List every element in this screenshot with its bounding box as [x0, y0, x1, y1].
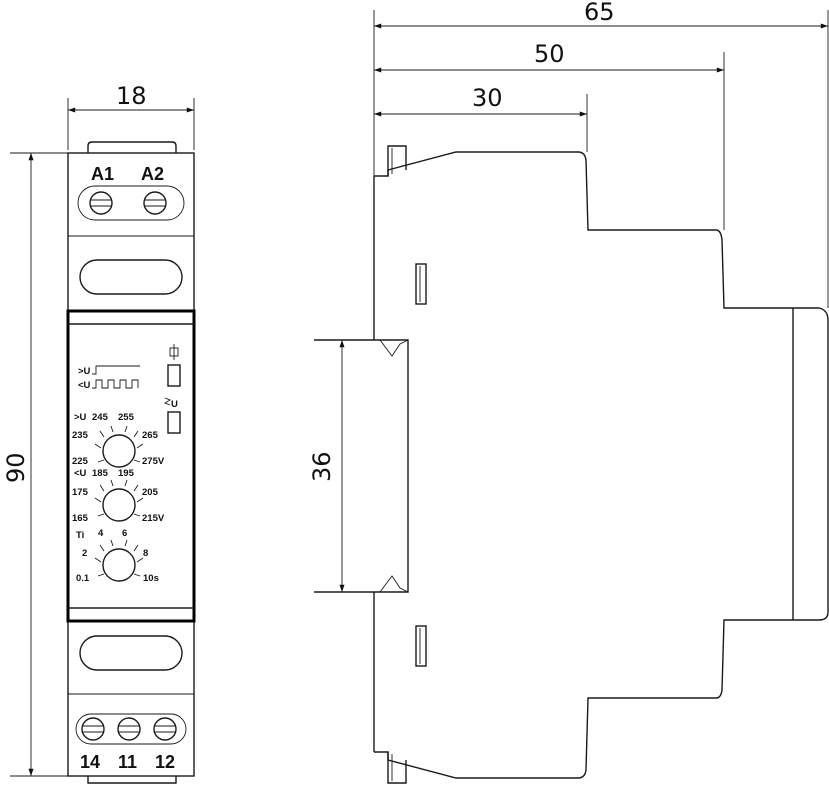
- dial-time-tick-0-1: 0.1: [76, 573, 90, 584]
- top-terminals: A1 A2: [77, 164, 185, 221]
- dial-under-tick-215: 215V: [142, 513, 165, 524]
- bottom-clip: [87, 776, 177, 784]
- front-view: A1 A2 >U <U: [66, 141, 196, 784]
- dial-time-label: Ti: [76, 530, 84, 541]
- front-height-dimension: 90: [2, 152, 68, 777]
- dim-width-18: 18: [116, 82, 147, 110]
- side-vent-bottom: [415, 625, 427, 667]
- dial-time-delay-knob[interactable]: [102, 548, 136, 582]
- dial-time-tick-6: 6: [122, 528, 127, 539]
- side-dimensions: 65 50 30 36: [308, 0, 829, 592]
- screw-14: [81, 717, 105, 741]
- dial-over-tick-245: 245: [92, 412, 109, 423]
- dial-over-label: >U: [74, 412, 87, 423]
- screw-12: [153, 717, 177, 741]
- bottom-label-slot: [79, 635, 183, 671]
- dial-time-tick-4: 4: [98, 528, 104, 539]
- relay-coil-icon: [169, 344, 179, 360]
- side-view: [314, 145, 829, 784]
- dial-over-tick-255: 255: [118, 412, 135, 423]
- dim-depth-50: 50: [534, 40, 565, 68]
- fault-voltage-icon: U: [163, 397, 178, 410]
- panel-frame: [66, 309, 196, 623]
- dial-under-tick-175: 175: [72, 487, 89, 498]
- terminal-label-a1: A1: [91, 164, 114, 184]
- dim-rail-36: 36: [308, 451, 336, 482]
- dial-over-voltage[interactable]: >U 245 255 235 265 225 275V: [72, 412, 165, 468]
- dial-time-delay[interactable]: Ti 4 6 2 8 0.1 10s: [76, 528, 159, 584]
- fault-led: U: [163, 397, 181, 434]
- dial-under-voltage[interactable]: <U 185 195 175 205 165 215V: [72, 468, 165, 524]
- din-rail-section: [314, 339, 409, 593]
- side-profile: [374, 151, 829, 779]
- terminal-label-11: 11: [118, 752, 137, 772]
- terminal-label-a2: A2: [141, 164, 164, 184]
- dial-under-tick-185: 185: [92, 468, 109, 479]
- dial-over-tick-225: 225: [72, 456, 89, 467]
- dial-time-tick-10: 10s: [143, 573, 159, 584]
- screw-11: [117, 717, 141, 741]
- top-hook: [387, 145, 407, 176]
- dial-over-tick-265: 265: [142, 430, 159, 441]
- top-clip: [87, 141, 177, 153]
- dial-over-voltage-knob[interactable]: [102, 434, 136, 468]
- screw-a1: [89, 191, 113, 215]
- dim-depth-65: 65: [584, 0, 615, 26]
- dial-under-tick-205: 205: [142, 487, 159, 498]
- waveform-under-label: <U: [78, 380, 91, 391]
- fault-led-window: [167, 411, 181, 434]
- relay-led-window: [167, 364, 181, 387]
- screw-a2: [143, 191, 167, 215]
- dial-time-tick-2: 2: [82, 548, 87, 559]
- dial-under-tick-165: 165: [72, 513, 89, 524]
- terminal-label-12: 12: [155, 752, 175, 772]
- dial-under-tick-195: 195: [118, 468, 135, 479]
- dial-under-voltage-knob[interactable]: [102, 488, 136, 522]
- terminal-label-14: 14: [80, 752, 100, 772]
- dial-time-tick-8: 8: [143, 548, 148, 559]
- dim-height-90: 90: [2, 452, 30, 483]
- dial-under-label: <U: [74, 468, 87, 479]
- side-vent-top: [415, 263, 427, 305]
- bottom-hook: [387, 752, 407, 784]
- waveform-legend: >U <U: [78, 365, 140, 391]
- front-width-dimension: 18: [67, 82, 195, 150]
- top-label-slot: [79, 259, 183, 295]
- dim-depth-30: 30: [472, 84, 503, 112]
- waveform-over-label: >U: [78, 366, 91, 377]
- dial-over-tick-275: 275V: [142, 456, 165, 467]
- svg-text:U: U: [171, 399, 178, 410]
- front-panel: >U <U U: [66, 309, 196, 623]
- dial-over-tick-235: 235: [72, 430, 89, 441]
- relay-led: [167, 344, 181, 387]
- bottom-terminals: 14 11 12: [75, 713, 187, 772]
